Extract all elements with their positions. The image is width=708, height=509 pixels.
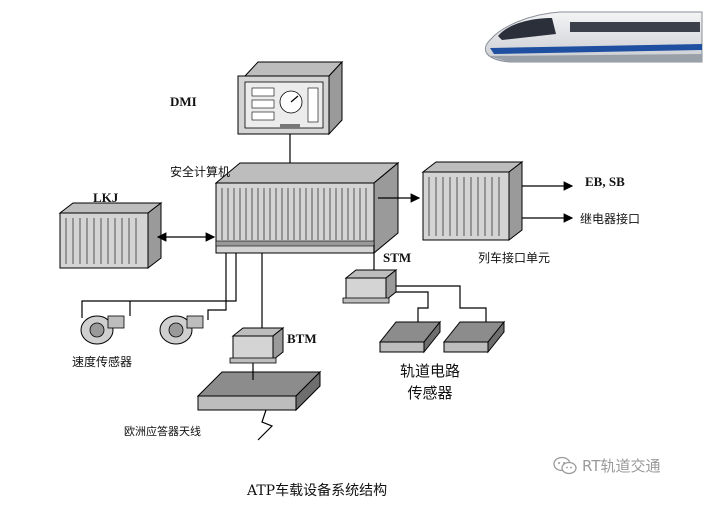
safety-computer-rack	[214, 161, 400, 255]
btm-label: BTM	[287, 331, 317, 346]
train-interface-unit-label: 列车接口单元	[478, 251, 551, 265]
dmi-label: DMI	[170, 94, 197, 109]
safety-computer-label: 安全计算机	[170, 165, 231, 179]
eb-sb-label: EB, SB	[585, 174, 625, 189]
lkj-rack	[58, 201, 163, 270]
speed-sensor-label: 速度传感器	[72, 355, 133, 369]
wechat-icon	[553, 456, 577, 474]
train-image	[485, 11, 703, 63]
watermark-text: RT轨道交通	[582, 457, 661, 475]
btm-box	[229, 326, 285, 364]
stm-label: STM	[383, 250, 412, 265]
track-circuit-sensor-label: 轨道电路 传感器	[380, 360, 480, 404]
relay-interface-label: 继电器接口	[580, 212, 641, 226]
track-circuit-sensor-line1: 轨道电路	[399, 362, 460, 380]
diagram-caption: ATP车载设备系统结构	[247, 483, 388, 499]
train-interface-unit-rack	[421, 160, 524, 242]
speed-sensor-icons	[80, 315, 204, 345]
balise-antenna-label: 欧洲应答器天线	[124, 425, 201, 438]
antenna-signal-icon	[257, 409, 274, 441]
track-circuit-sensor-plates	[378, 320, 506, 354]
stm-box	[342, 268, 398, 304]
dmi-display	[237, 60, 344, 136]
lkj-label: LKJ	[93, 190, 119, 205]
track-circuit-sensor-line2: 传感器	[407, 384, 453, 402]
balise-antenna-plate	[196, 370, 322, 412]
connection-lines	[81, 134, 574, 380]
watermark: RT轨道交通	[553, 455, 661, 476]
